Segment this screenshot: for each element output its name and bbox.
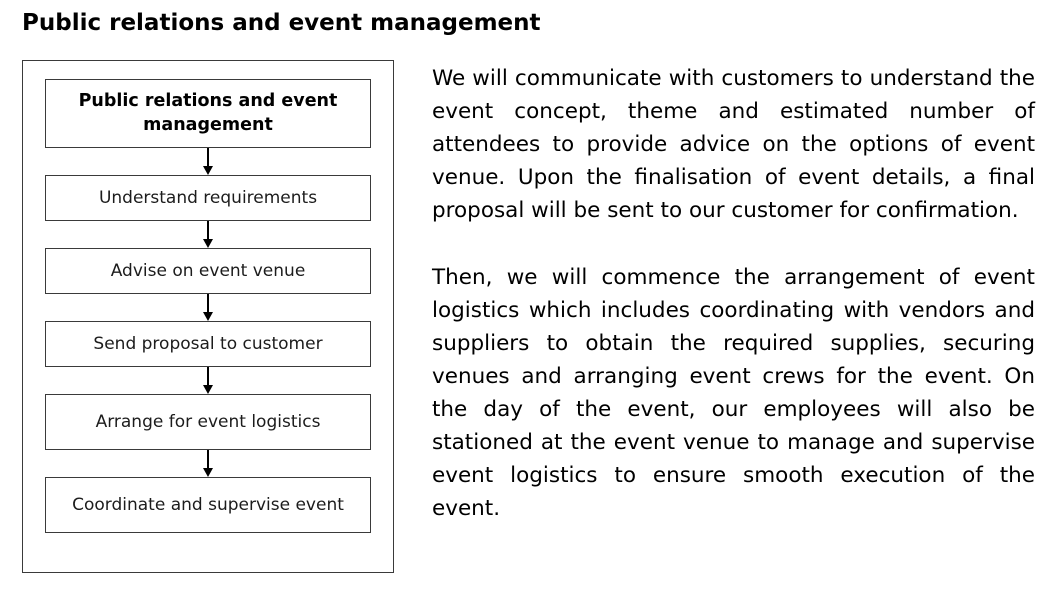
flow-step-coordinate-supervise: Coordinate and supervise event (45, 477, 371, 534)
down-arrow-icon (203, 294, 213, 322)
flow-step-understand-requirements: Understand requirements (45, 175, 371, 222)
flow-step-send-proposal: Send proposal to customer (45, 321, 371, 368)
paragraph-1: We will communicate with customers to un… (432, 66, 1035, 223)
down-arrow-icon (203, 450, 213, 478)
down-arrow-icon (203, 221, 213, 249)
paragraph-2: Then, we will commence the arrangement o… (432, 265, 1035, 521)
content-area: Public relations and event management Un… (22, 60, 1035, 573)
flowchart: Public relations and event management Un… (22, 60, 394, 573)
flow-step-header: Public relations and event management (45, 79, 371, 149)
flow-step-advise-on-event-venue: Advise on event venue (45, 248, 371, 295)
down-arrow-icon (203, 148, 213, 176)
body-text: We will communicate with customers to un… (432, 60, 1035, 559)
flow-step-arrange-logistics: Arrange for event logistics (45, 394, 371, 451)
page-title: Public relations and event management (22, 10, 541, 36)
down-arrow-icon (203, 367, 213, 395)
